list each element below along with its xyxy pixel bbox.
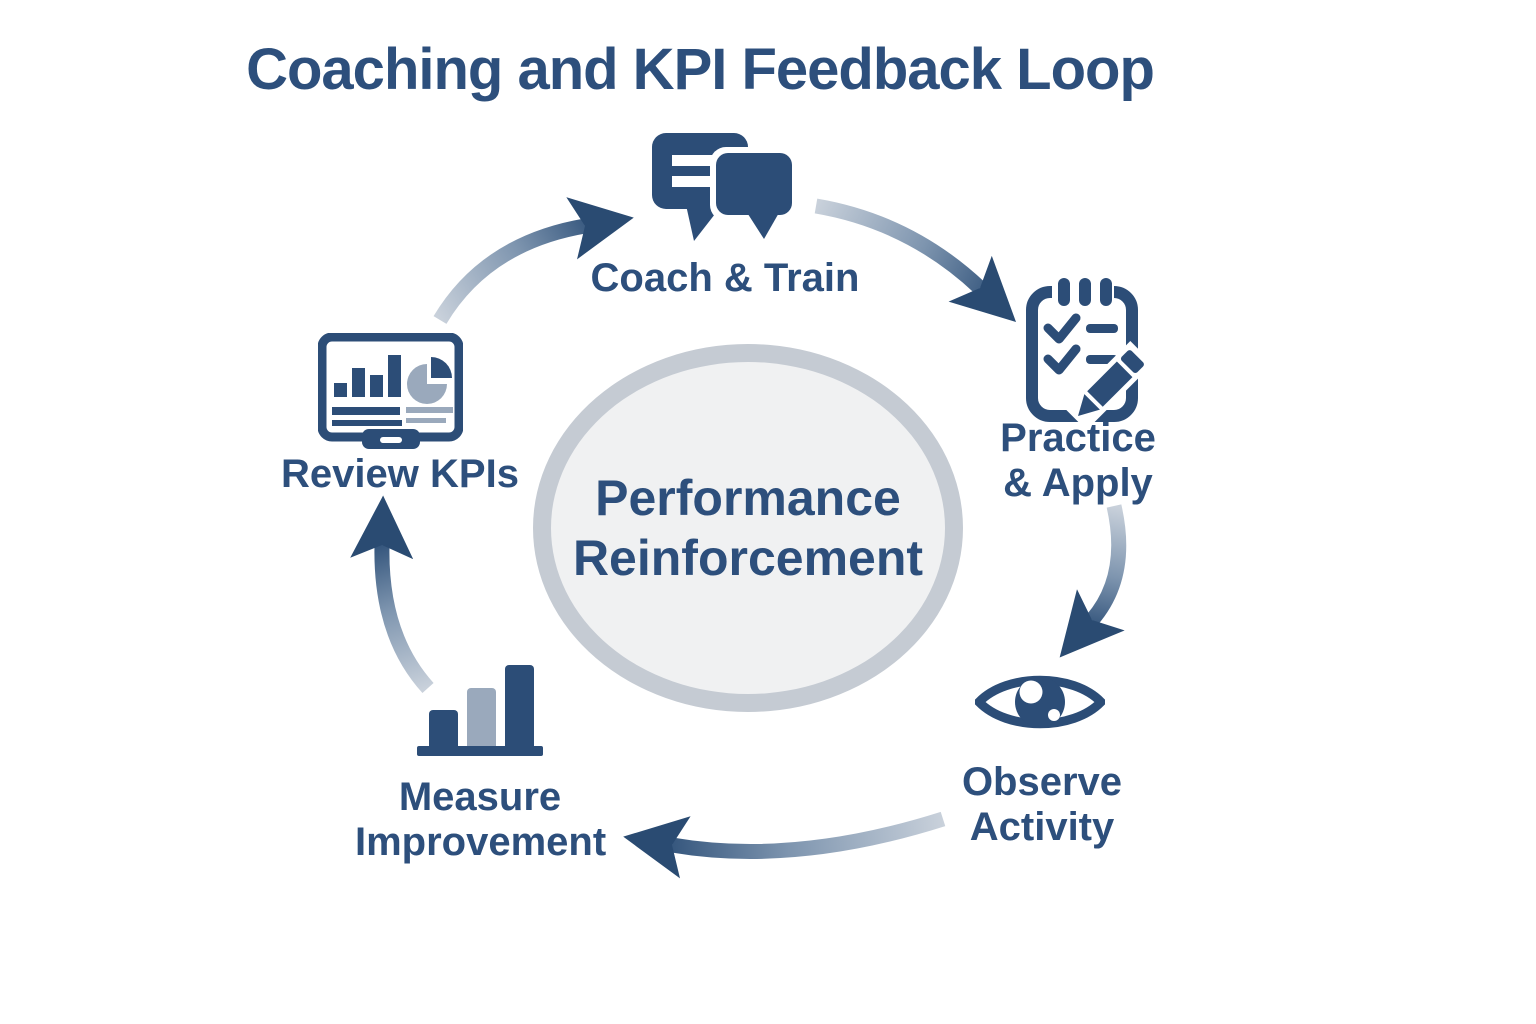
node-label-review-kpis: Review KPIs [281,452,519,496]
checklist-pencil-icon [1026,278,1153,426]
center-label: Performance Reinforcement [573,468,923,588]
node-label-measure-improvement: Measure Improvement [355,775,607,864]
arrow-review-to-coach [433,197,634,324]
center-label-line1: Performance [595,470,901,526]
dashboard-monitor-icon [318,333,463,449]
arrow-observe-to-measure [623,811,946,879]
arrow-practice-to-observe [1059,504,1127,658]
arrow-coach-to-practice [814,198,1017,322]
node-label-coach-train: Coach & Train [590,256,860,300]
node-label-practice-apply: Practice & Apply [1000,416,1156,505]
bar-chart-icon [417,665,543,756]
eye-icon [975,675,1105,729]
arrow-measure-to-review [350,495,434,694]
center-ellipse: Performance Reinforcement [533,344,963,712]
center-label-line2: Reinforcement [572,530,924,586]
node-label-observe-activity: Observe Activity [961,760,1123,849]
diagram-title: Coaching and KPI Feedback Loop [246,37,1155,102]
chat-bubbles-icon [652,133,798,243]
